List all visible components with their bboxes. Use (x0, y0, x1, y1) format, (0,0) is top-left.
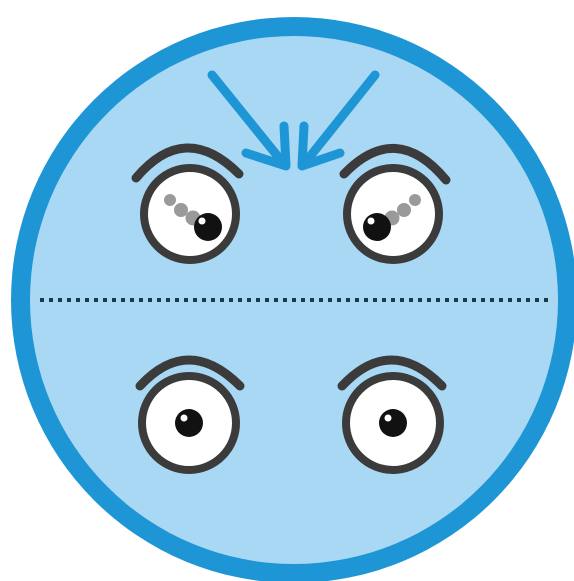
ghost-pupil (164, 194, 176, 206)
pupil (194, 213, 222, 241)
pupil (363, 213, 391, 241)
bottom-right-eye-icon (342, 360, 442, 470)
ghost-pupil (174, 203, 188, 217)
pupil-highlight (385, 415, 392, 422)
top-right-eye-icon (344, 148, 446, 260)
pupil-highlight (199, 218, 206, 225)
top-left-eye-icon (136, 148, 239, 260)
bottom-left-eye-icon (140, 360, 240, 470)
ghost-pupil (397, 203, 411, 217)
ghost-pupil (409, 194, 421, 206)
pupil-highlight (181, 415, 188, 422)
pupil-highlight (368, 218, 375, 225)
pupil (175, 409, 203, 437)
pupil (379, 409, 407, 437)
